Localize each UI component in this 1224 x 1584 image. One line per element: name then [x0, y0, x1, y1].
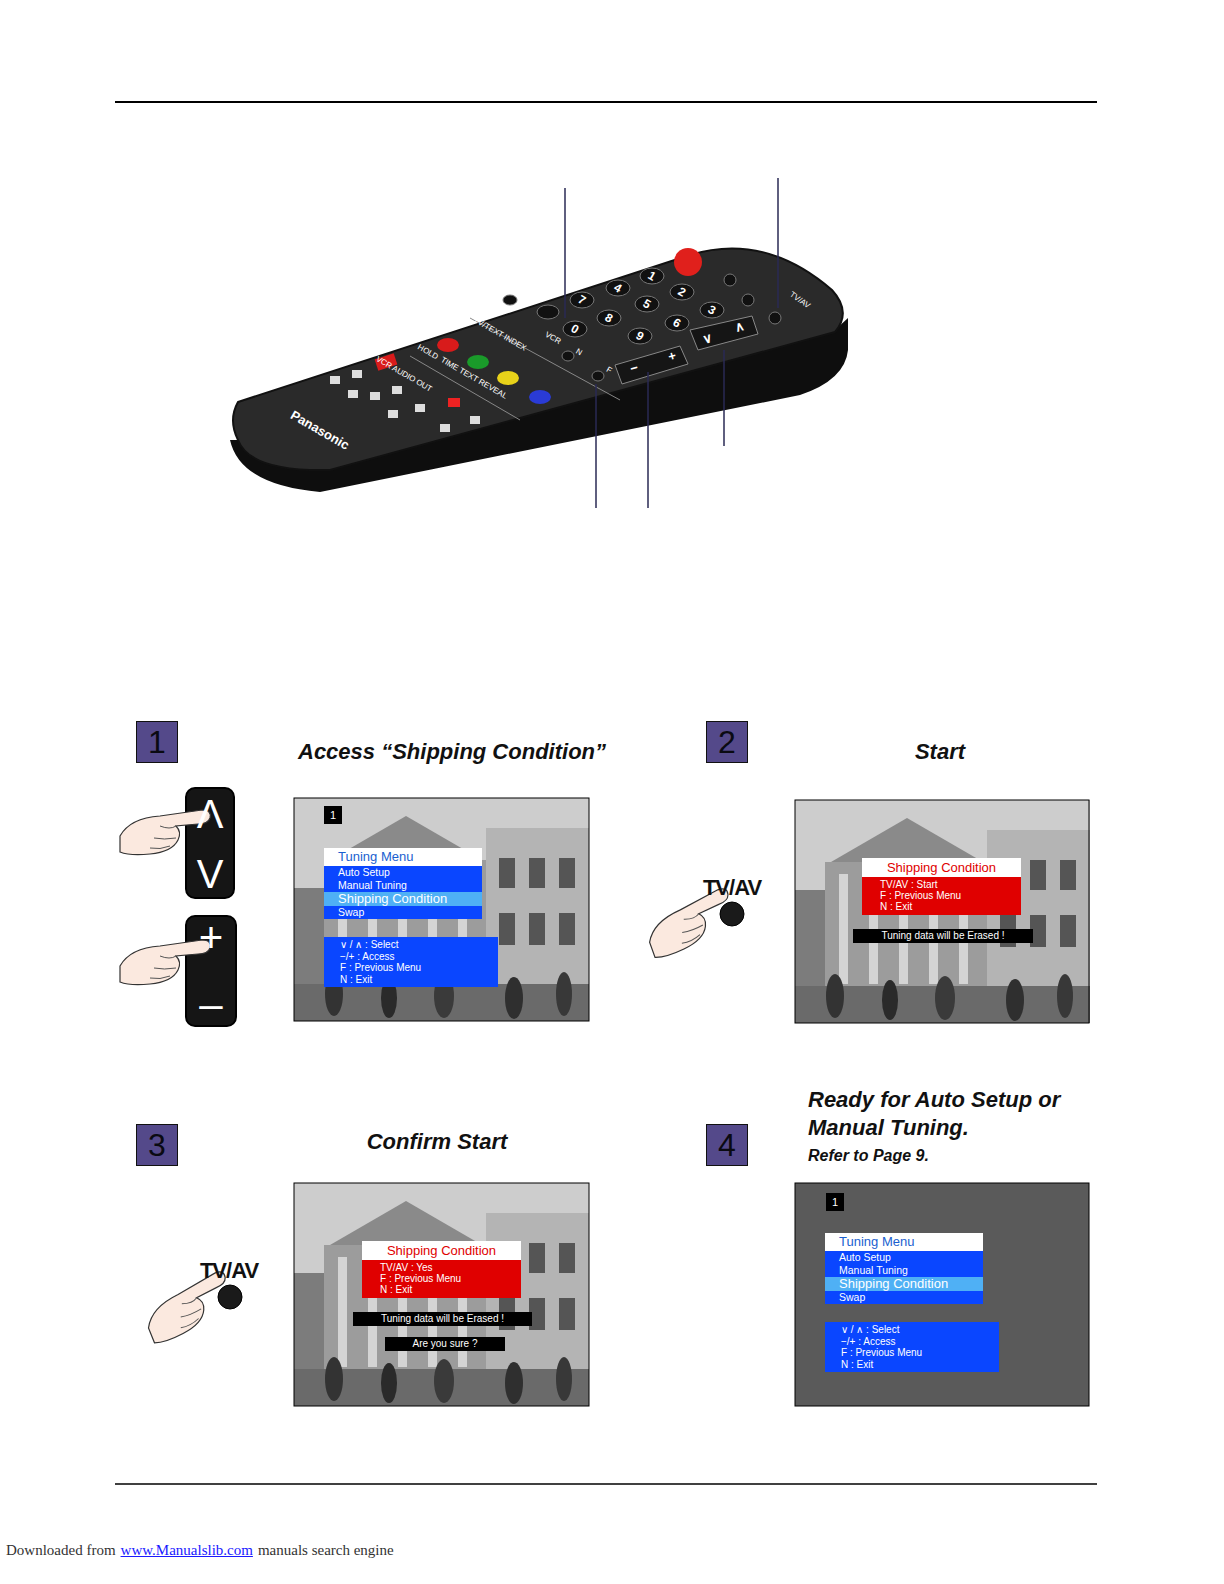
dialog-box: Shipping ConditionTV/AV : StartF : Previ…: [862, 858, 1021, 915]
screen-text: Manual Tuning: [324, 879, 482, 892]
button-label: TV/AV: [200, 1258, 258, 1284]
footer: Downloaded from www.Manualslib.com manuals…: [6, 1542, 394, 1559]
step-number: 1: [136, 721, 178, 763]
screen-text: TV/AV : Yes: [362, 1262, 521, 1273]
step-number: 3: [136, 1124, 178, 1166]
button-label: +: [199, 917, 224, 959]
step-number: 2: [706, 721, 748, 763]
screen-text: Auto Setup: [324, 866, 482, 879]
screen-text: Tuning data will be Erased !: [363, 1312, 522, 1326]
screen-text: 3: [148, 1127, 166, 1164]
message-bar: Are you sure ?: [385, 1337, 505, 1351]
screen-text: 1: [832, 1195, 838, 1209]
channel-indicator: 1: [324, 806, 342, 824]
screen-text: F : Previous Menu: [362, 1273, 521, 1284]
screen-text: Swap: [324, 906, 482, 919]
screen-text: 2: [718, 724, 736, 761]
step-heading: Access “Shipping Condition”: [298, 739, 606, 765]
step-heading: Start: [915, 739, 965, 765]
screen-text: N : Exit: [340, 974, 490, 986]
screen-text: N : Exit: [841, 1359, 991, 1371]
screen-text: −/+ : Access: [841, 1336, 991, 1348]
message-bar: Tuning data will be Erased !: [853, 929, 1033, 943]
screen-text: Shipping Condition: [324, 892, 482, 906]
screen-text: 1: [148, 724, 166, 761]
channel-indicator: 1: [826, 1193, 844, 1211]
screen-text: F : Previous Menu: [340, 962, 490, 974]
screen-text: F : Previous Menu: [841, 1347, 991, 1359]
help-panel: ∨ / ∧ : Select−/+ : AccessF : Previous M…: [324, 937, 498, 987]
screen-text: Tuning data will be Erased !: [863, 929, 1023, 943]
screen-text: 4: [718, 1127, 736, 1164]
dialog-box: Shipping ConditionTV/AV : YesF : Previou…: [362, 1241, 521, 1298]
button-label: Λ: [197, 794, 224, 834]
button-label: TV/AV: [703, 875, 761, 901]
button-label: –: [199, 983, 222, 1025]
tuning-menu: Tuning MenuAuto SetupManual TuningShippi…: [324, 848, 482, 919]
step-number: 4: [706, 1124, 748, 1166]
screen-text: Tuning Menu: [324, 848, 482, 866]
page-reference: Refer to Page 9.: [808, 1147, 929, 1165]
screen-text: Shipping Condition: [862, 858, 1021, 877]
screen-text: N : Exit: [362, 1284, 521, 1295]
screen-text: ∨ / ∧ : Select: [340, 939, 490, 951]
screen-text: −/+ : Access: [340, 951, 490, 963]
message-bar: Tuning data will be Erased !: [353, 1312, 532, 1326]
screen-text: Shipping Condition: [362, 1241, 521, 1260]
screen-text: Are you sure ?: [395, 1337, 495, 1351]
footer-text: www.Manualslib.com: [121, 1542, 253, 1559]
screen-text: Manual Tuning: [825, 1264, 983, 1277]
screen-text: TV/AV : Start: [862, 879, 1021, 890]
footer-text: manuals search engine: [258, 1542, 394, 1559]
step-heading: Ready for Auto Setup or Manual Tuning.: [808, 1086, 1088, 1142]
screen-text: N : Exit: [862, 901, 1021, 912]
button-label: V: [197, 854, 224, 894]
screen-text: ∨ / ∧ : Select: [841, 1324, 991, 1336]
tuning-menu: Tuning MenuAuto SetupManual TuningShippi…: [825, 1233, 983, 1304]
screen-text: Auto Setup: [825, 1251, 983, 1264]
step-heading: Confirm Start: [367, 1129, 508, 1155]
screen-text: Tuning Menu: [825, 1233, 983, 1251]
screen-text: Swap: [825, 1291, 983, 1304]
screen-text: F : Previous Menu: [862, 890, 1021, 901]
footer-text: Downloaded from: [6, 1542, 116, 1559]
help-panel: ∨ / ∧ : Select−/+ : AccessF : Previous M…: [825, 1322, 999, 1372]
screen-text: Shipping Condition: [825, 1277, 983, 1291]
screen-text: 1: [330, 808, 336, 822]
